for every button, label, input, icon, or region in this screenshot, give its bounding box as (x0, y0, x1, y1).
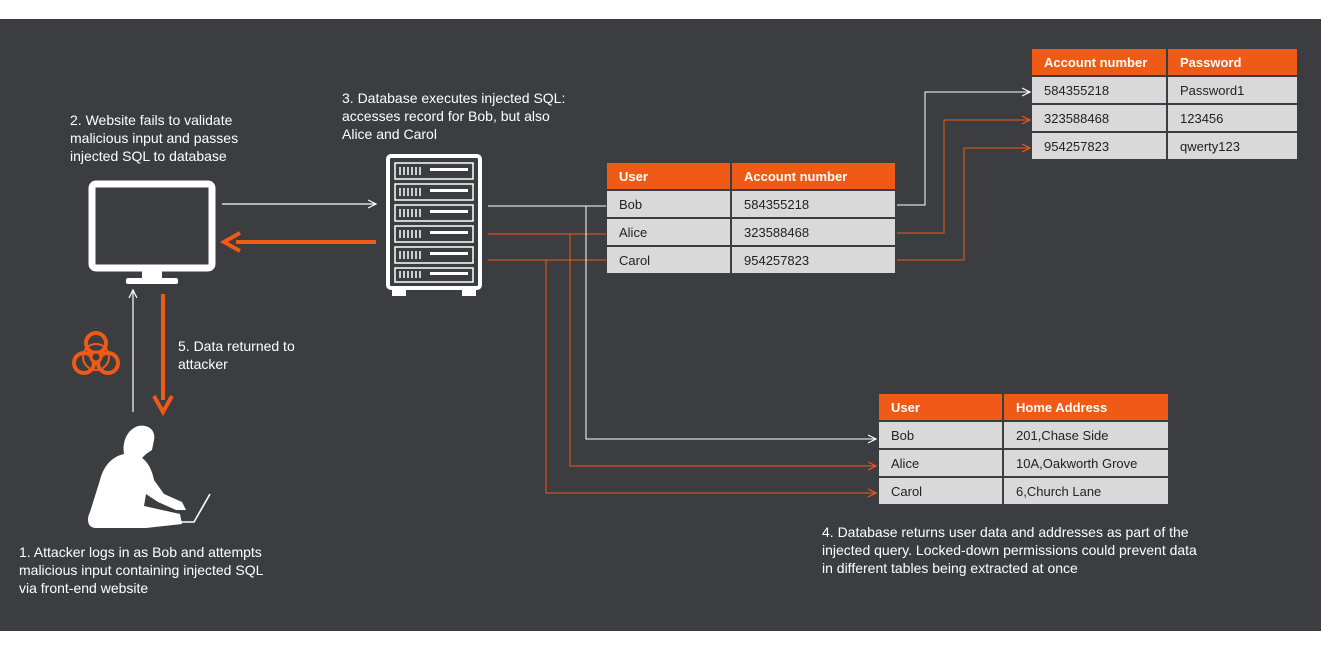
table-cell: Alice (879, 450, 1004, 476)
table-row: Carol 954257823 (607, 247, 895, 273)
table-row: Bob 584355218 (607, 191, 895, 217)
table-cell: Alice (607, 219, 732, 245)
server-rack-icon (386, 154, 482, 296)
table-cell: 323588468 (1032, 105, 1168, 131)
table-cell: Bob (879, 422, 1004, 448)
step-4-caption: 4. Database returns user data and addres… (822, 524, 1197, 576)
table-cell: 201,Chase Side (1004, 422, 1168, 448)
column-header: Account number (732, 163, 895, 189)
column-header: Home Address (1004, 394, 1168, 420)
table-row: Alice 323588468 (607, 219, 895, 245)
monitor-icon (88, 180, 216, 284)
table-cell: Bob (607, 191, 732, 217)
table-cell: 954257823 (732, 247, 895, 273)
table-cell: 323588468 (732, 219, 895, 245)
accounts-table: User Account number Bob 584355218 Alice … (607, 161, 895, 275)
table-cell: 954257823 (1032, 133, 1168, 159)
step-1-caption: 1. Attacker logs in as Bob and attempts … (19, 544, 264, 596)
addresses-table: User Home Address Bob 201,Chase Side Ali… (879, 392, 1168, 506)
table-header: User Account number (607, 163, 895, 189)
table-row: 584355218 Password1 (1032, 77, 1297, 103)
table-cell: 584355218 (732, 191, 895, 217)
hacker-laptop-icon (88, 425, 211, 528)
table-header: User Home Address (879, 394, 1168, 420)
step-2-caption: 2. Website fails to validate malicious i… (70, 112, 239, 164)
table-header: Account number Password (1032, 49, 1297, 75)
table-cell: 584355218 (1032, 77, 1168, 103)
table-cell: Password1 (1168, 77, 1297, 103)
table-cell: 6,Church Lane (1004, 478, 1168, 504)
table-cell: 10A,Oakworth Grove (1004, 450, 1168, 476)
table-cell: Carol (879, 478, 1004, 504)
column-header: Account number (1032, 49, 1168, 75)
table-cell: 123456 (1168, 105, 1297, 131)
biohazard-icon (72, 331, 120, 375)
table-row: 954257823 qwerty123 (1032, 133, 1297, 159)
step-3-caption: 3. Database executes injected SQL: acces… (342, 90, 566, 142)
table-cell: qwerty123 (1168, 133, 1297, 159)
table-cell: Carol (607, 247, 732, 273)
column-header: User (607, 163, 732, 189)
table-row: Alice 10A,Oakworth Grove (879, 450, 1168, 476)
column-header: User (879, 394, 1004, 420)
table-row: Bob 201,Chase Side (879, 422, 1168, 448)
passwords-table: Account number Password 584355218 Passwo… (1032, 47, 1297, 161)
table-row: 323588468 123456 (1032, 105, 1297, 131)
table-row: Carol 6,Church Lane (879, 478, 1168, 504)
step-5-caption: 5. Data returned to attacker (178, 338, 295, 372)
column-header: Password (1168, 49, 1297, 75)
